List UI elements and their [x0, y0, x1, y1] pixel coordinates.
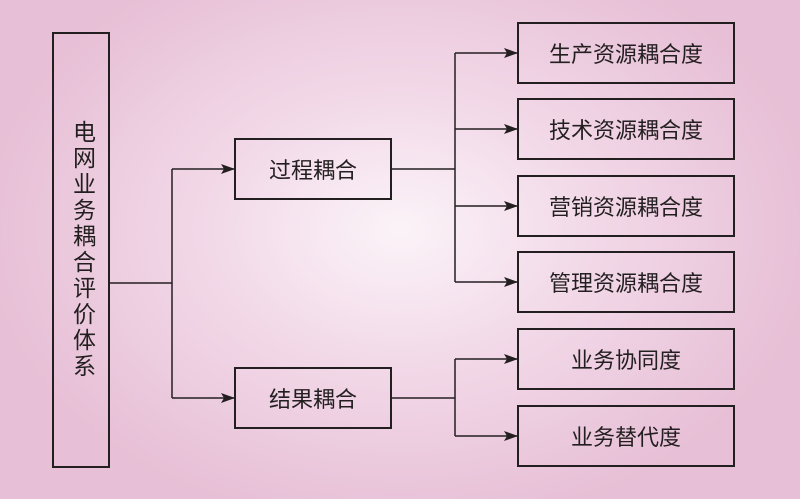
root-node: 电网业务耦合评价体系: [52, 32, 110, 468]
leaf-business-substitution-label: 业务替代度: [570, 426, 681, 451]
root-label: 电网业务耦合评价体系: [68, 120, 95, 380]
leaf-business-substitution: 业务替代度: [517, 405, 735, 467]
leaf-production-resource: 生产资源耦合度: [517, 22, 735, 84]
node-process-coupling: 过程耦合: [234, 138, 392, 200]
leaf-technology-resource-label: 技术资源耦合度: [548, 119, 703, 144]
leaf-production-resource-label: 生产资源耦合度: [548, 43, 703, 68]
leaf-management-resource: 管理资源耦合度: [517, 251, 735, 313]
leaf-management-resource-label: 管理资源耦合度: [548, 272, 703, 297]
leaf-business-synergy: 业务协同度: [517, 328, 735, 390]
node-result-coupling-label: 结果耦合: [268, 388, 357, 413]
leaf-marketing-resource-label: 营销资源耦合度: [548, 196, 703, 221]
node-process-coupling-label: 过程耦合: [268, 159, 357, 184]
leaf-marketing-resource: 营销资源耦合度: [517, 175, 735, 237]
node-result-coupling: 结果耦合: [234, 367, 392, 429]
leaf-technology-resource: 技术资源耦合度: [517, 98, 735, 160]
leaf-business-synergy-label: 业务协同度: [570, 349, 681, 374]
